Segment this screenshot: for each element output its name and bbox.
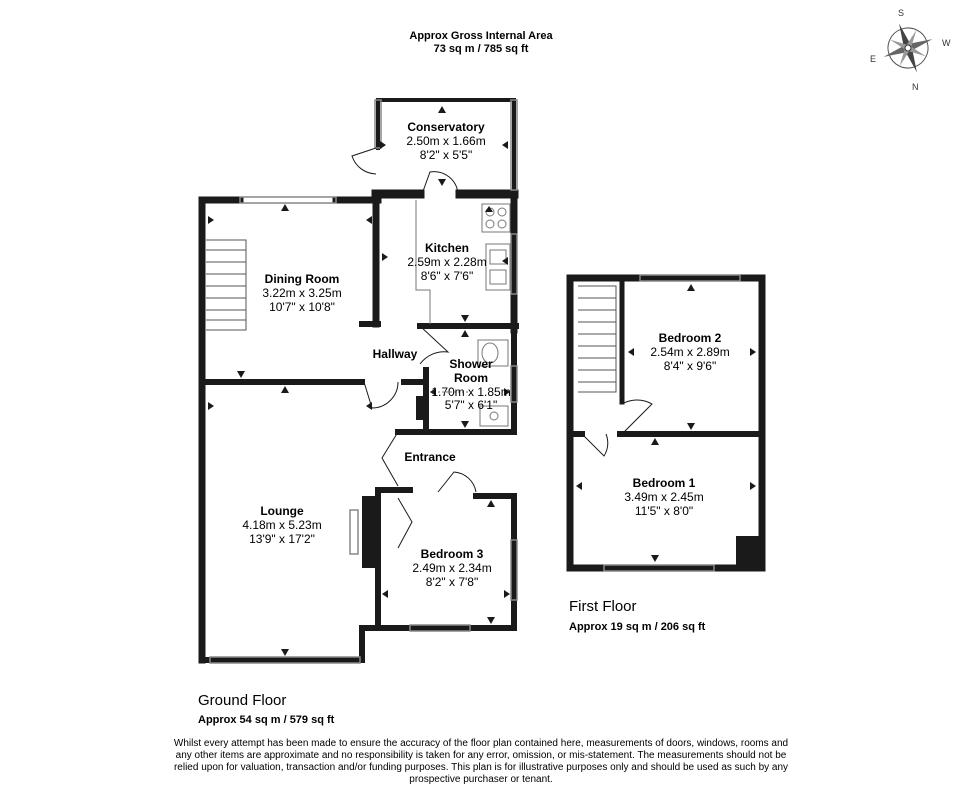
room-name: Bedroom 2 xyxy=(658,331,722,345)
room-imperial: 10'7" x 10'8" xyxy=(269,299,335,314)
room-name: Bedroom 3 xyxy=(420,547,484,561)
stairs-ground xyxy=(206,239,247,331)
compass-e: W xyxy=(942,38,951,48)
first-floor-plan xyxy=(566,274,766,572)
room-metric: 2.49m x 2.34m xyxy=(412,560,492,575)
ground-floor-title: Ground Floor xyxy=(198,692,287,709)
room-metric: 4.18m x 5.23m xyxy=(242,517,322,532)
room-bedroom1: Bedroom 1 3.49m x 2.45m 11'5" x 8'0" xyxy=(606,476,722,518)
room-metric: 3.49m x 2.45m xyxy=(624,489,704,504)
room-kitchen: Kitchen 2.59m x 2.28m 8'6" x 7'6" xyxy=(392,241,502,283)
room-name: Lounge xyxy=(260,504,304,518)
kitchen-fittings xyxy=(415,200,511,324)
header-title: Approx Gross Internal Area xyxy=(409,30,553,42)
windows xyxy=(209,99,518,664)
bathroom-fittings xyxy=(430,339,509,427)
room-shower: Shower Room 1.70m x 1.85m 5'7" x 6'1" xyxy=(424,357,518,413)
room-entrance: Entrance xyxy=(404,450,456,464)
disclaimer-text: Whilst every attempt has been made to en… xyxy=(173,738,789,785)
stairs-first xyxy=(578,285,617,393)
room-imperial: 11'5" x 8'0" xyxy=(634,503,694,518)
room-imperial: 5'7" x 6'1" xyxy=(444,398,498,413)
room-bedroom3: Bedroom 3 2.49m x 2.34m 8'2" x 7'8" xyxy=(396,547,508,589)
first-floor-title: First Floor xyxy=(569,598,637,615)
dimension-arrows-ground xyxy=(208,106,510,656)
dimension-arrows-first xyxy=(576,284,756,562)
room-imperial: 8'6" x 7'6" xyxy=(420,268,474,283)
compass-s: S xyxy=(898,8,905,18)
room-name: Kitchen xyxy=(424,241,469,255)
room-metric: 2.50m x 1.66m xyxy=(406,133,486,148)
room-name: Bedroom 1 xyxy=(632,476,696,490)
room-conservatory: Conservatory 2.50m x 1.66m 8'2" x 5'5" xyxy=(386,120,506,162)
room-metric: 2.59m x 2.28m xyxy=(407,254,487,269)
room-imperial: 8'2" x 7'8" xyxy=(425,574,479,589)
room-name-line2: Room xyxy=(454,370,488,385)
compass-rose-icon xyxy=(883,23,933,73)
room-name: Dining Room xyxy=(264,272,340,286)
room-imperial: 8'4" x 9'6" xyxy=(663,358,717,373)
room-imperial: 13'9" x 17'2" xyxy=(249,531,315,546)
room-metric: 1.70m x 1.85m xyxy=(431,384,511,399)
first-floor-windows xyxy=(603,274,741,572)
first-floor-area: Approx 19 sq m / 206 sq ft xyxy=(569,621,706,633)
doors xyxy=(351,147,477,549)
ground-floor-area: Approx 54 sq m / 579 sq ft xyxy=(198,714,335,726)
room-bedroom2: Bedroom 2 2.54m x 2.89m 8'4" x 9'6" xyxy=(632,331,748,373)
room-metric: 2.54m x 2.89m xyxy=(650,344,730,359)
room-imperial: 8'2" x 5'5" xyxy=(419,147,473,162)
compass-w: E xyxy=(870,54,877,64)
room-hallway: Hallway xyxy=(372,347,418,361)
ground-floor-plan xyxy=(198,98,519,664)
room-lounge: Lounge 4.18m x 5.23m 13'9" x 17'2" xyxy=(220,504,344,546)
room-metric: 3.22m x 3.25m xyxy=(262,285,342,300)
room-dining: Dining Room 3.22m x 3.25m 10'7" x 10'8" xyxy=(240,272,364,314)
room-name: Conservatory xyxy=(407,120,485,134)
first-floor-doors xyxy=(581,399,653,457)
compass-n: N xyxy=(912,82,919,92)
room-name-line1: Shower xyxy=(449,357,493,371)
header-area: 73 sq m / 785 sq ft xyxy=(433,43,529,55)
